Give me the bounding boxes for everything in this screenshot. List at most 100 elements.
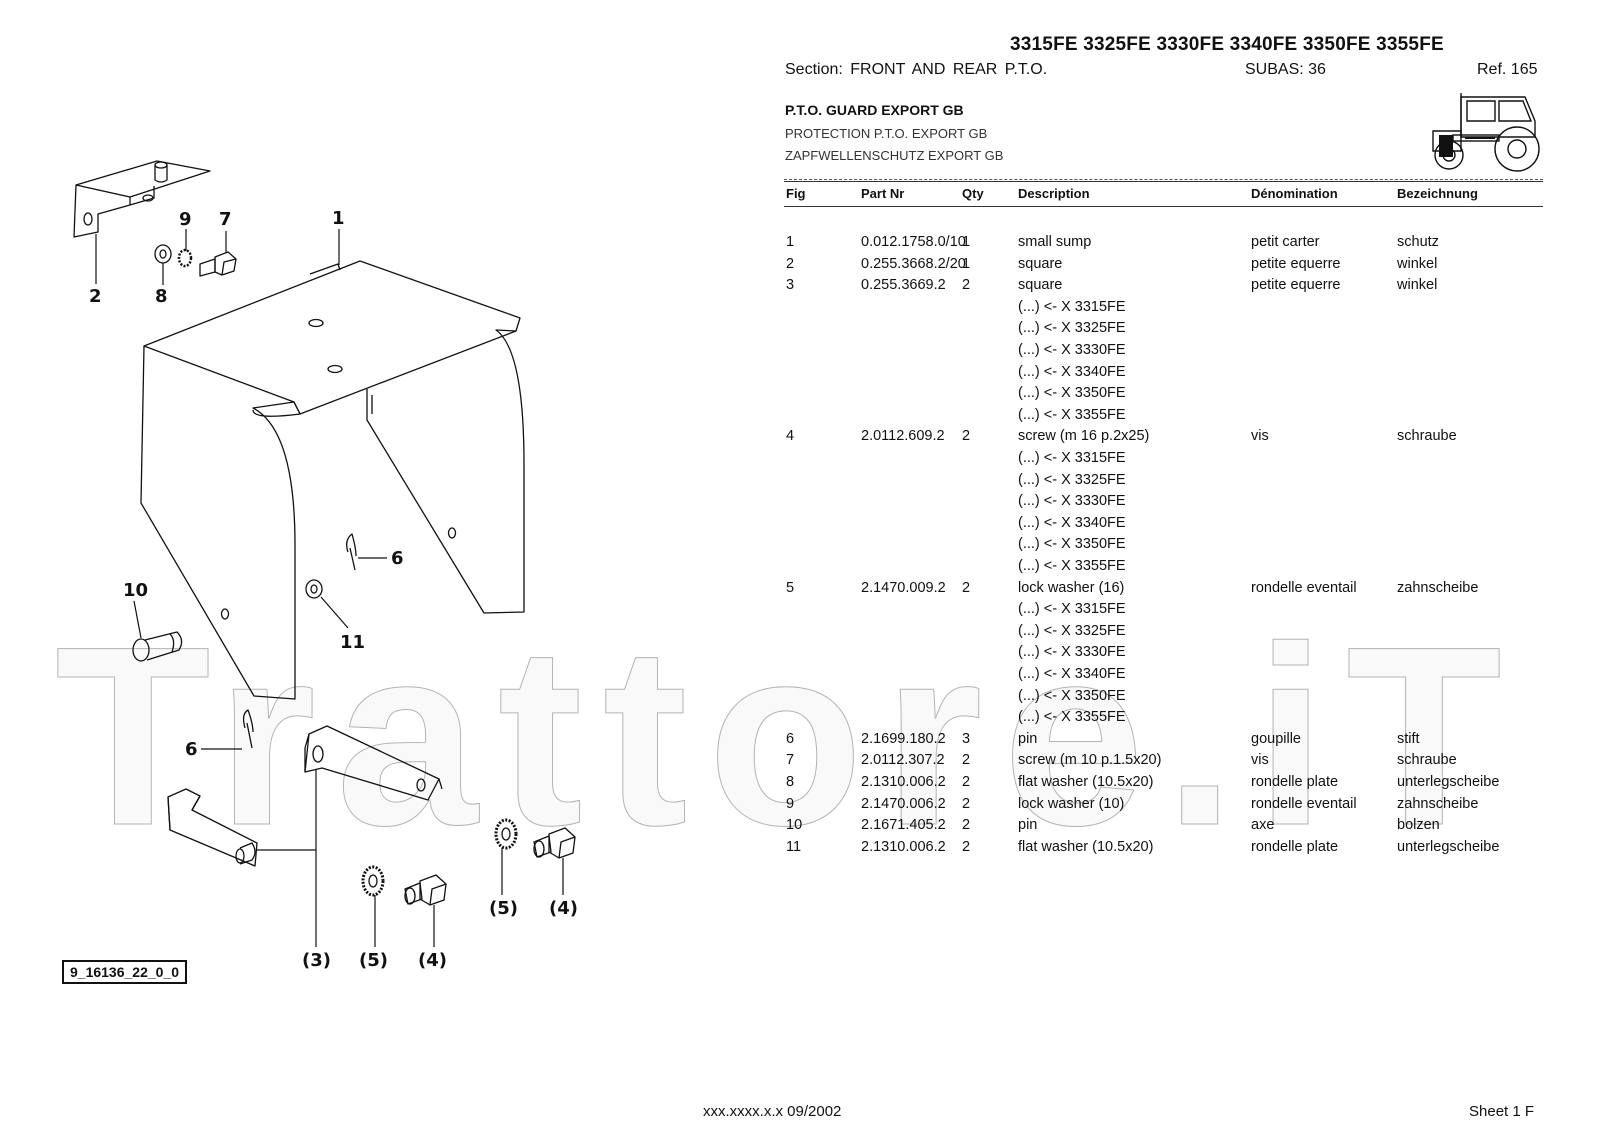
cell-denomination: petit carter <box>1251 234 1320 250</box>
cell-part-nr: 0.255.3669.2 <box>861 277 946 294</box>
table-row: (...) <- X 3350FE <box>784 385 1544 406</box>
washer-part-8 <box>154 244 172 264</box>
table-header: Fig Part Nr Qty Description Dénomination… <box>784 186 1544 204</box>
callout-6b: 6 <box>185 739 198 760</box>
lockwasher-part-9 <box>177 248 193 268</box>
cell-fig: 5 <box>786 579 795 596</box>
bracket-part-3a <box>304 725 443 801</box>
table-row: (...) <- X 3330FE <box>784 644 1544 665</box>
screw-part-4a <box>533 827 576 859</box>
cell-bezeichnung: schraube <box>1397 428 1457 445</box>
footer-code: xxx.xxxx.x.x 09/2002 <box>703 1103 842 1120</box>
cell-description: screw (m 10 p.1.5x20) <box>1018 752 1162 769</box>
header-rule-top-2 <box>784 181 1543 182</box>
model-list: 3315FE 3325FE 3330FE 3340FE 3350FE 3355F… <box>1010 34 1444 55</box>
group-title-de: ZAPFWELLENSCHUTZ EXPORT GB <box>785 148 1004 163</box>
cell-description: (...) <- X 3315FE <box>1018 298 1126 315</box>
cell-qty: 2 <box>962 774 971 790</box>
callout-7: 7 <box>219 209 232 230</box>
cell-part-nr: 2.1310.006.2 <box>861 838 946 855</box>
table-row: (...) <- X 3355FE <box>784 558 1544 579</box>
cell-qty: 2 <box>962 277 971 294</box>
ref-label: Ref. 165 <box>1477 61 1538 78</box>
callout-9: 9 <box>179 209 192 230</box>
callout-5b: (5) <box>359 950 388 971</box>
table-row: (...) <- X 3355FE <box>784 407 1544 428</box>
cell-qty: 2 <box>962 752 971 769</box>
cell-part-nr: 0.012.1758.0/10 <box>861 234 966 250</box>
leader-lines <box>95 229 564 947</box>
table-row: (...) <- X 3325FE <box>784 320 1544 341</box>
lockwasher-part-5a <box>494 818 518 850</box>
screw-part-7 <box>199 251 237 277</box>
cell-bezeichnung: winkel <box>1397 255 1438 272</box>
cell-description: (...) <- X 3350FE <box>1018 536 1126 553</box>
cell-description: (...) <- X 3325FE <box>1018 622 1126 639</box>
cell-description: (...) <- X 3350FE <box>1018 687 1126 704</box>
cell-description: (...) <- X 3355FE <box>1018 558 1126 574</box>
cell-fig: 6 <box>786 730 795 747</box>
cell-denomination: rondelle eventail <box>1251 795 1357 812</box>
cell-bezeichnung: schutz <box>1397 234 1439 250</box>
table-row: (...) <- X 3350FE <box>784 688 1544 709</box>
cell-qty: 2 <box>962 795 971 812</box>
col-fig: Fig <box>786 186 806 201</box>
table-row: (...) <- X 3315FE <box>784 601 1544 622</box>
table-row: (...) <- X 3340FE <box>784 666 1544 687</box>
cell-bezeichnung: winkel <box>1397 277 1438 294</box>
watermark: Trattore.iT <box>55 594 1522 880</box>
cell-description: small sump <box>1018 234 1092 250</box>
col-denomination: Dénomination <box>1251 186 1338 201</box>
callout-1: 1 <box>332 208 345 229</box>
cell-denomination: vis <box>1251 428 1269 445</box>
cell-description: (...) <- X 3355FE <box>1018 406 1126 423</box>
cell-bezeichnung: unterlegscheibe <box>1397 774 1500 790</box>
table-row: (...) <- X 3350FE <box>784 536 1544 557</box>
cell-denomination: petite equerre <box>1251 255 1341 272</box>
cell-qty: 2 <box>962 817 971 834</box>
footer-sheet: Sheet 1 F <box>1469 1103 1535 1120</box>
cell-part-nr: 2.1470.006.2 <box>861 795 946 812</box>
col-qty: Qty <box>962 186 984 201</box>
table-row: (...) <- X 3325FE <box>784 623 1544 644</box>
cell-description: lock washer (10) <box>1018 795 1125 812</box>
callout-11: 11 <box>340 632 365 653</box>
cell-description: flat washer (10.5x20) <box>1018 838 1154 855</box>
cell-fig: 2 <box>786 255 795 272</box>
cell-fig: 4 <box>786 428 795 445</box>
cell-description: (...) <- X 3340FE <box>1018 514 1126 531</box>
group-title-fr: PROTECTION P.T.O. EXPORT GB <box>785 126 988 141</box>
cell-qty: 2 <box>962 838 971 855</box>
cell-description: (...) <- X 3350FE <box>1018 385 1126 402</box>
col-description: Description <box>1018 186 1090 201</box>
cell-fig: 3 <box>786 277 795 294</box>
exploded-diagram: 1 2 7 8 9 6 11 10 6 (3) (5) (4) (5) (4) <box>73 160 578 971</box>
table-row: (...) <- X 3330FE <box>784 342 1544 363</box>
cell-qty: 3 <box>962 730 971 747</box>
callout-6a: 6 <box>391 548 404 569</box>
table-row: (...) <- X 3315FE <box>784 450 1544 471</box>
cell-part-nr: 2.0112.609.2 <box>861 428 945 445</box>
callout-2: 2 <box>89 286 102 307</box>
guard-part <box>140 260 525 700</box>
col-bezeichnung: Bezeichnung <box>1397 186 1478 201</box>
cell-description: (...) <- X 3325FE <box>1018 471 1126 488</box>
table-row: (...) <- X 3315FE <box>784 299 1544 320</box>
cell-qty: 2 <box>962 428 971 445</box>
cell-bezeichnung: schraube <box>1397 752 1457 769</box>
cell-description: (...) <- X 3340FE <box>1018 666 1126 682</box>
cell-fig: 10 <box>786 817 803 834</box>
cell-description: lock washer (16) <box>1018 579 1125 596</box>
table-row: (...) <- X 3355FE <box>784 709 1544 730</box>
header-rule-bottom <box>784 206 1543 207</box>
col-part-nr: Part Nr <box>861 186 905 201</box>
cell-bezeichnung: zahnscheibe <box>1397 579 1479 596</box>
group-title-en: P.T.O. GUARD EXPORT GB <box>785 102 964 118</box>
cell-description: pin <box>1018 817 1038 834</box>
